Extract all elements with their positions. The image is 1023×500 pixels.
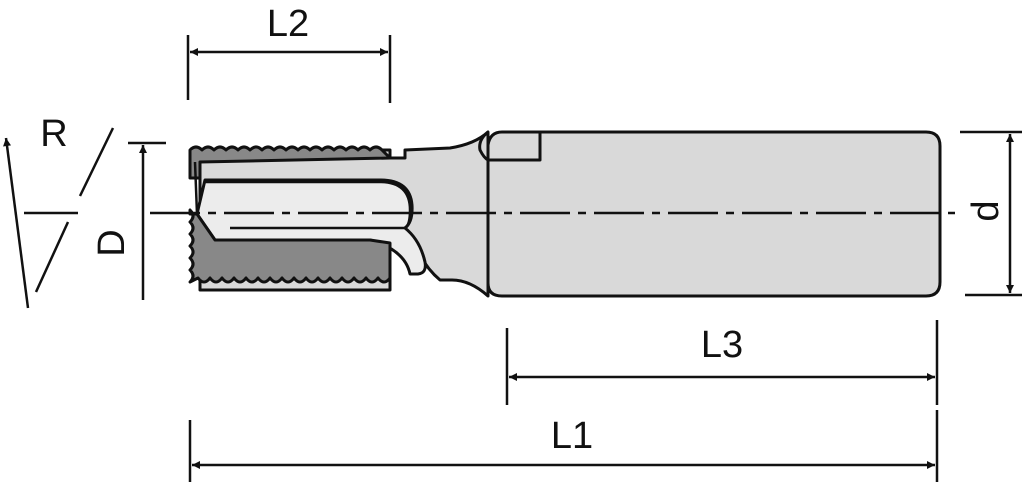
label-L1: L1 bbox=[551, 415, 593, 457]
label-d: d bbox=[965, 200, 1007, 221]
dimension-D: D bbox=[91, 141, 166, 300]
flute-top-line bbox=[205, 180, 412, 230]
label-R: R bbox=[40, 113, 67, 155]
dimension-L3: L3 bbox=[505, 320, 939, 405]
label-D: D bbox=[91, 229, 133, 256]
dimension-d: d bbox=[960, 130, 1022, 297]
thread-bottom bbox=[188, 208, 392, 284]
shank-chamfer bbox=[478, 130, 542, 162]
tip-edge bbox=[193, 161, 199, 215]
dimension-R: R bbox=[3, 113, 115, 309]
label-L3: L3 bbox=[701, 324, 743, 366]
dimension-L2: L2 bbox=[186, 3, 392, 103]
thread-top bbox=[188, 145, 392, 180]
dimension-L1: L1 bbox=[188, 410, 939, 482]
label-L2: L2 bbox=[267, 3, 309, 45]
